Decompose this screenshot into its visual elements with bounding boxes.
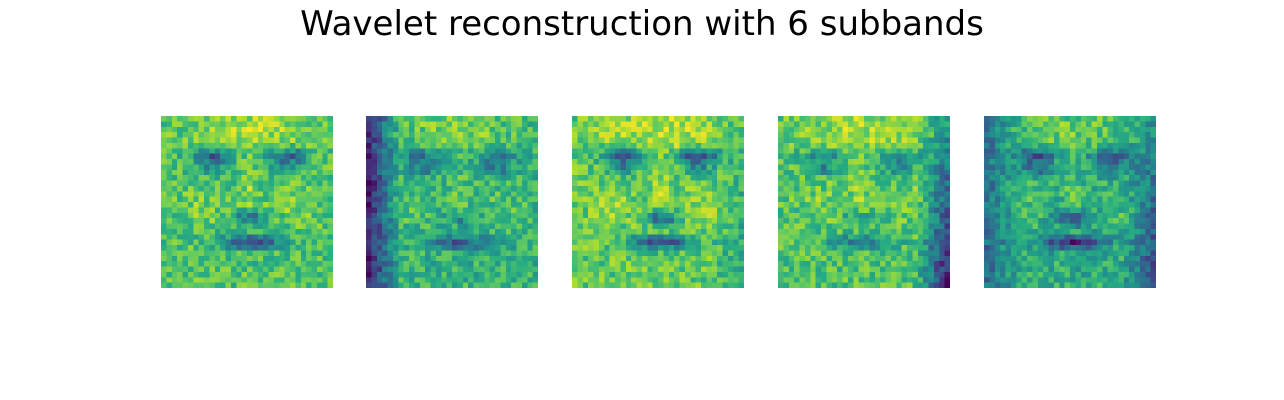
face-image-2 bbox=[366, 116, 538, 288]
face-image-1 bbox=[161, 116, 333, 288]
figure-title: Wavelet reconstruction with 6 subbands bbox=[300, 4, 984, 44]
face-panel-1 bbox=[161, 116, 333, 288]
face-panel-5 bbox=[984, 116, 1156, 288]
face-image-4 bbox=[778, 116, 950, 288]
image-panels bbox=[0, 116, 1284, 288]
face-panel-2 bbox=[366, 116, 538, 288]
face-panel-4 bbox=[778, 116, 950, 288]
face-image-3 bbox=[572, 116, 744, 288]
face-panel-3 bbox=[572, 116, 744, 288]
face-image-5 bbox=[984, 116, 1156, 288]
